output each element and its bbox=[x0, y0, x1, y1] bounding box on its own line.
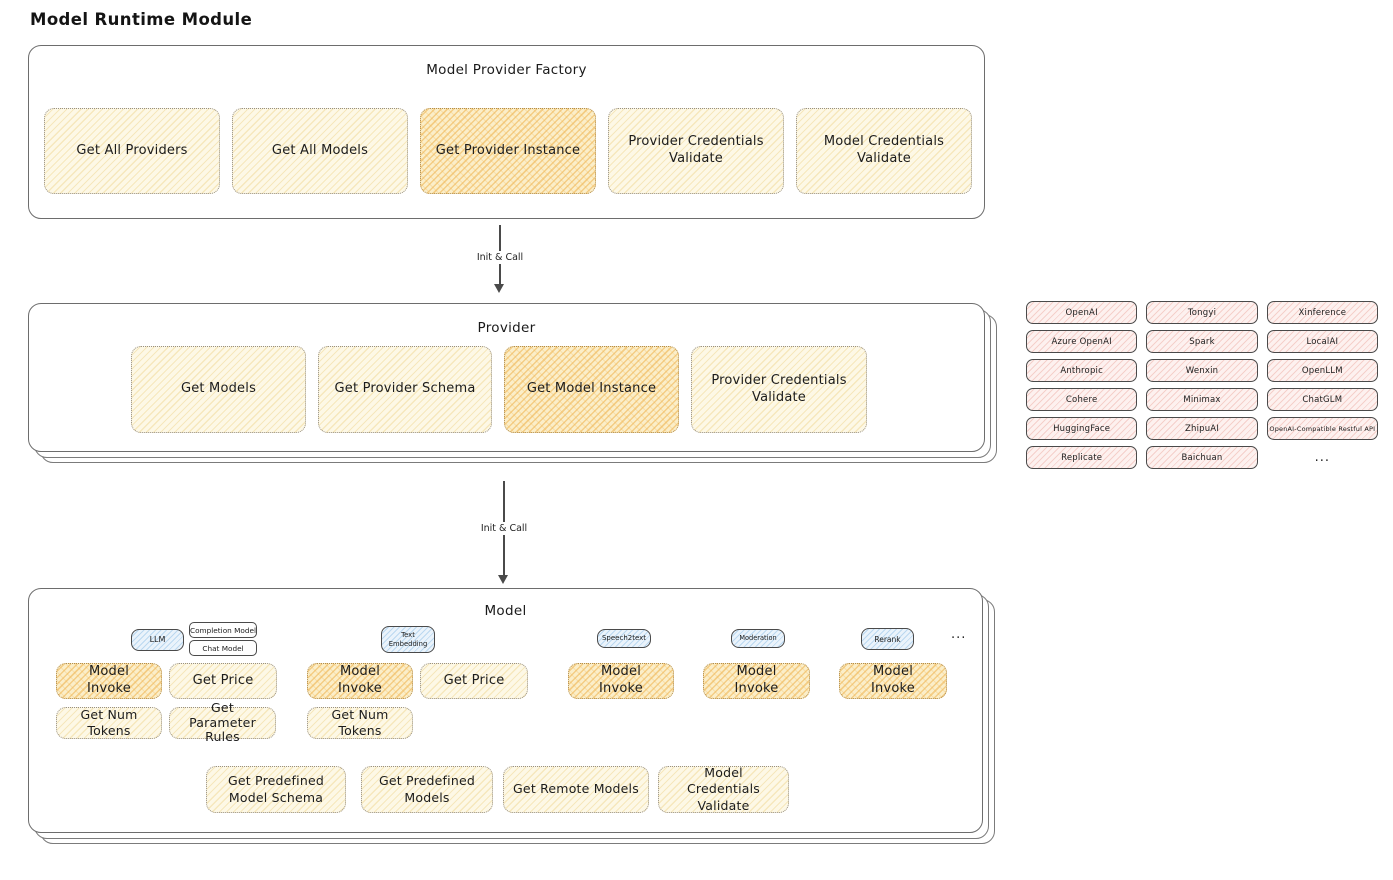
node-get-all-providers: Get All Providers bbox=[44, 108, 220, 194]
node-model-credentials-validate: Model Credentials Validate bbox=[796, 108, 972, 194]
tag-rerank: Rerank bbox=[861, 628, 914, 650]
provider-container: Provider Get Models Get Provider Schema … bbox=[28, 303, 985, 452]
node-get-model-instance: Get Model Instance bbox=[504, 346, 679, 433]
node-llm-get-price: Get Price bbox=[169, 663, 277, 699]
factory-title: Model Provider Factory bbox=[426, 62, 587, 78]
node-llm-get-num-tokens: Get Num Tokens bbox=[56, 707, 162, 739]
node-model-credentials-validate-2: Model Credentials Validate bbox=[658, 765, 789, 813]
factory-container: Model Provider Factory Get All Providers… bbox=[28, 45, 985, 219]
vendor-spark: Spark bbox=[1146, 330, 1258, 353]
provider-title: Provider bbox=[477, 320, 536, 336]
vendor-openai-compatible: OpenAI-Compatible Restful API bbox=[1266, 417, 1378, 440]
vendor-chatglm: ChatGLM bbox=[1266, 388, 1378, 411]
vendor-huggingface: HuggingFace bbox=[1026, 417, 1138, 440]
tag-speech2text: Speech2text bbox=[597, 629, 651, 648]
tag-text-embedding: Text Embedding bbox=[381, 626, 435, 653]
vendor-anthropic: Anthropic bbox=[1026, 359, 1138, 382]
init-call-label-2: Init & Call bbox=[475, 522, 533, 535]
model-container: Model LLM Completion Model Chat Model Te… bbox=[28, 588, 983, 833]
init-call-arrow-2: Init & Call bbox=[475, 481, 533, 584]
node-get-provider-schema: Get Provider Schema bbox=[318, 346, 492, 433]
model-title: Model bbox=[484, 603, 527, 619]
page-title: Model Runtime Module bbox=[30, 10, 253, 29]
node-get-provider-instance: Get Provider Instance bbox=[420, 108, 596, 194]
node-speech2text-model-invoke: Model Invoke bbox=[568, 663, 674, 699]
node-get-predefined-models: Get Predefined Models bbox=[361, 766, 493, 813]
vendor-openllm: OpenLLM bbox=[1266, 359, 1378, 382]
tag-chat-model: Chat Model bbox=[189, 640, 257, 656]
vendor-tongyi: Tongyi bbox=[1146, 301, 1258, 324]
node-moderation-model-invoke: Model Invoke bbox=[703, 663, 810, 699]
node-get-parameter-rules: Get Parameter Rules bbox=[169, 701, 276, 744]
node-provider-credentials-validate-2: Provider Credentials Validate bbox=[691, 346, 867, 433]
vendor-wenxin: Wenxin bbox=[1146, 359, 1258, 382]
node-embedding-get-price: Get Price bbox=[420, 663, 528, 699]
node-rerank-model-invoke: Model Invoke bbox=[839, 663, 947, 699]
provider-list: OpenAI Tongyi Xinference Azure OpenAI Sp… bbox=[1026, 301, 1378, 469]
node-get-models: Get Models bbox=[131, 346, 306, 433]
tag-moderation: Moderation bbox=[731, 629, 785, 648]
vendor-more-ellipsis: ... bbox=[1314, 450, 1331, 465]
node-get-all-models: Get All Models bbox=[232, 108, 408, 194]
vendor-cohere: Cohere bbox=[1026, 388, 1138, 411]
node-get-remote-models: Get Remote Models bbox=[503, 766, 649, 813]
vendor-zhipuai: ZhipuAI bbox=[1146, 417, 1258, 440]
node-embedding-get-num-tokens: Get Num Tokens bbox=[307, 707, 413, 739]
vendor-minimax: Minimax bbox=[1146, 388, 1258, 411]
vendor-replicate: Replicate bbox=[1026, 446, 1138, 469]
node-llm-model-invoke: Model Invoke bbox=[56, 663, 162, 699]
arrow-down-icon bbox=[494, 284, 504, 293]
node-embedding-model-invoke: Model Invoke bbox=[307, 663, 413, 699]
vendor-openai: OpenAI bbox=[1026, 301, 1138, 324]
vendor-localai: LocalAI bbox=[1266, 330, 1378, 353]
init-call-arrow-1: Init & Call bbox=[471, 225, 529, 293]
vendor-xinference: Xinference bbox=[1266, 301, 1378, 324]
node-get-predefined-model-schema: Get Predefined Model Schema bbox=[206, 766, 346, 813]
init-call-label-1: Init & Call bbox=[471, 251, 529, 264]
tag-more-ellipsis: ... bbox=[951, 627, 967, 642]
tag-llm: LLM bbox=[131, 629, 184, 651]
vendor-baichuan: Baichuan bbox=[1146, 446, 1258, 469]
node-provider-credentials-validate: Provider Credentials Validate bbox=[608, 108, 784, 194]
vendor-azure-openai: Azure OpenAI bbox=[1026, 330, 1138, 353]
arrow-down-icon bbox=[498, 575, 508, 584]
tag-completion-model: Completion Model bbox=[189, 622, 257, 638]
